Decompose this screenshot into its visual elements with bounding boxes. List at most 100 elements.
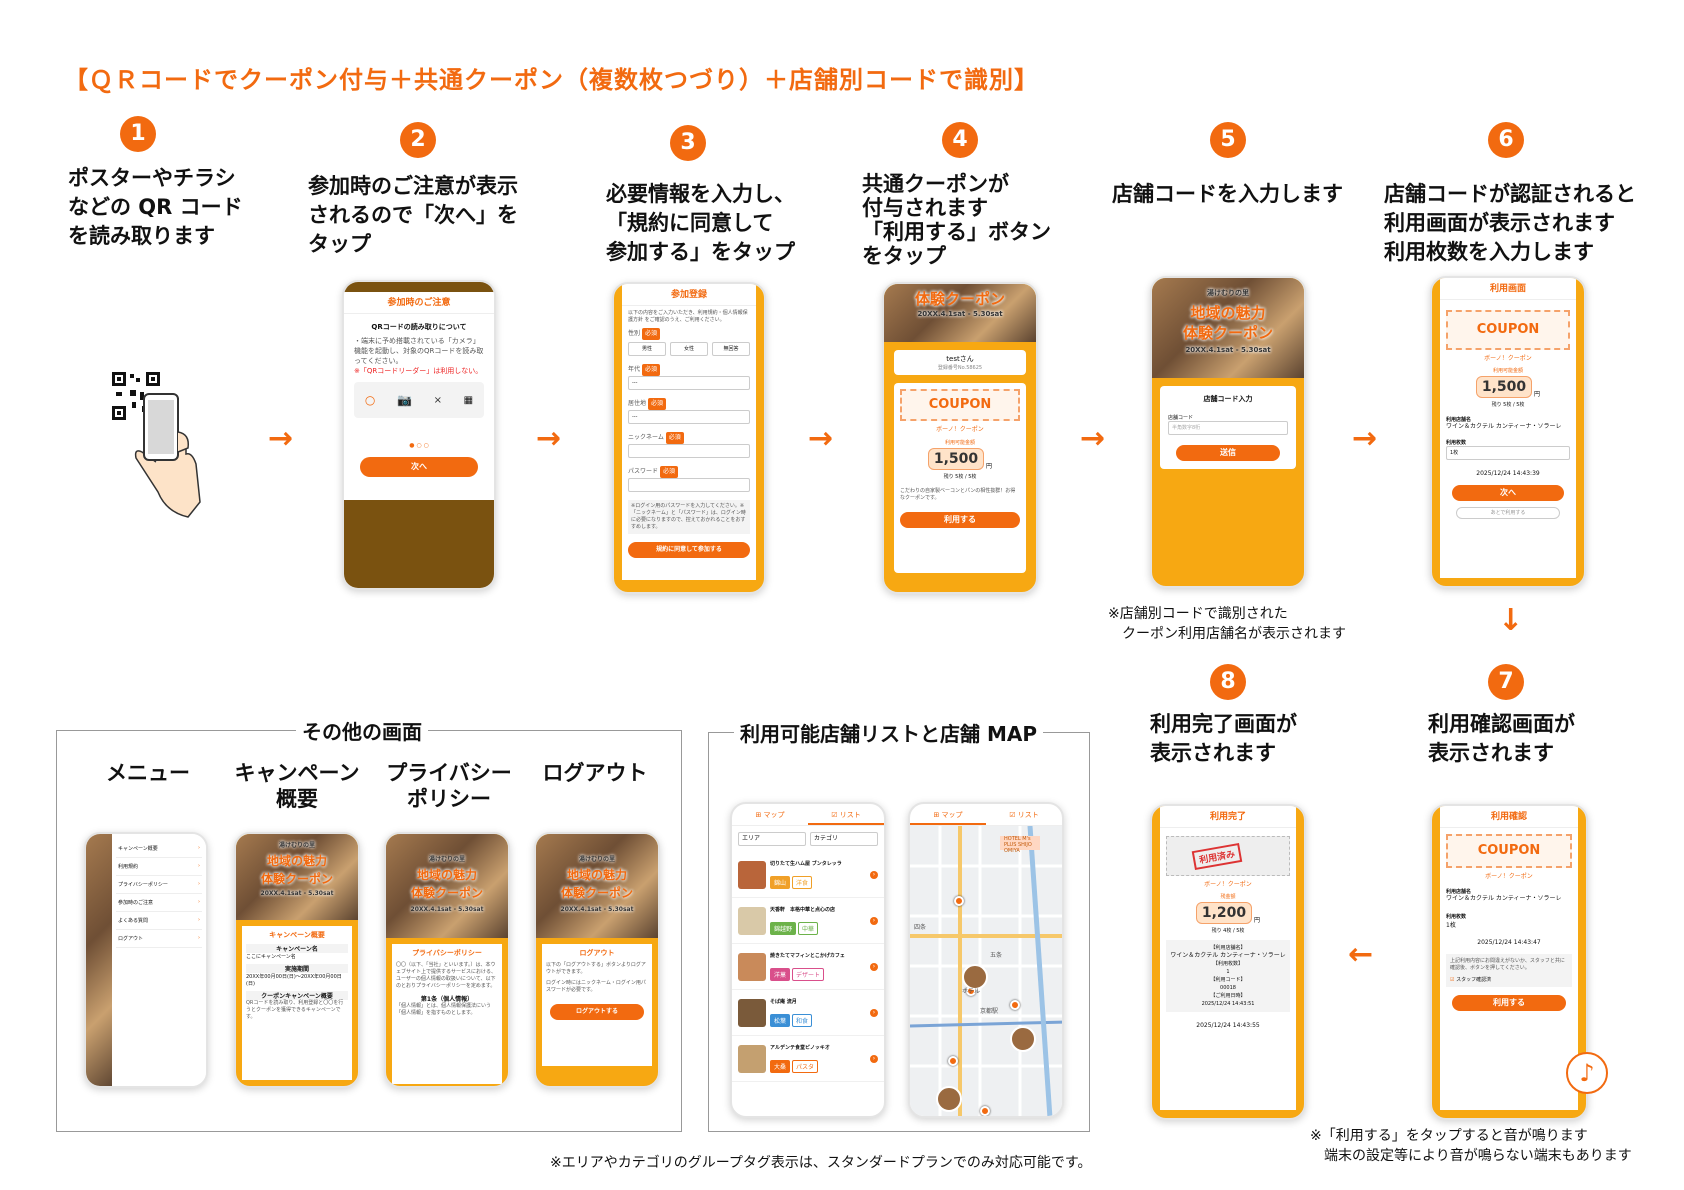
store-thumbnail	[738, 1044, 766, 1073]
amount-value: 1,500	[1475, 376, 1532, 398]
age-select[interactable]: ---	[628, 376, 750, 390]
store-list-item[interactable]: 焼きたてマフィンとこかげカフェ洋菓デザート ›	[732, 944, 884, 990]
map-pin-icon[interactable]	[980, 1106, 990, 1116]
chevron-right-icon: ›	[198, 917, 200, 923]
next-button[interactable]: 次へ	[1452, 485, 1564, 501]
campaign-banner: 湯けむりの里 地域の魅力 体験クーポン 20XX.4.1sat - 5.30sa…	[386, 834, 508, 938]
step-number-7: 7	[1488, 664, 1524, 700]
user-name: testさん	[946, 355, 974, 363]
step-5-text: 店舗コードを入力します	[1112, 182, 1343, 206]
map-label-gojo: 五条	[990, 952, 1003, 959]
store-tag: 中華	[798, 922, 819, 935]
store-tag: デザート	[792, 968, 825, 981]
map-label-station: 京都駅	[980, 1008, 999, 1015]
menu-item[interactable]: 利用規約›	[116, 858, 202, 876]
map-store-photo[interactable]	[936, 1086, 962, 1112]
notice-warning: ※「QRコードリーダー」は利用しない。	[354, 367, 483, 375]
chevron-right-icon: ›	[870, 1008, 878, 1017]
hand-phone-icon	[128, 392, 202, 522]
phone-register-screen: 参加登録 以下の内容をご入力いただき、利用規約・個人情報保護方針 をご確認のうえ…	[612, 282, 766, 594]
coupon-name: ボーノ！クーポン	[1484, 355, 1532, 362]
use-button[interactable]: 利用する	[1452, 995, 1566, 1011]
store-code-input[interactable]: 半角数字8桁	[1168, 421, 1288, 435]
remaining-count: 残り 5枚 / 5枚	[1491, 402, 1525, 408]
confirm-header: 利用確認	[1440, 806, 1578, 828]
store-tag: 和食	[792, 1014, 813, 1027]
use-button[interactable]: 利用する	[900, 512, 1020, 528]
step-number-8: 8	[1210, 664, 1246, 700]
store-tag: 洋菓	[770, 968, 791, 981]
store-list-item[interactable]: 天香軒 本格中華と点心の店錦越野中華›	[732, 898, 884, 944]
store-list-item[interactable]: そば庵 流月松葉和食›	[732, 990, 884, 1036]
ok-mark: ○	[364, 393, 376, 407]
nickname-input[interactable]	[628, 444, 750, 458]
gender-label: 性別	[628, 330, 641, 337]
gender-female[interactable]: 女性	[670, 342, 708, 356]
map-store-photo[interactable]	[962, 964, 988, 990]
coupon-name: ボーノ！クーポン	[1485, 873, 1533, 880]
store-thumbnail	[738, 860, 766, 889]
agree-join-button[interactable]: 規約に同意して参加する	[628, 542, 750, 558]
menu-item[interactable]: ログアウト›	[116, 930, 202, 948]
amount-label: 利用可能金額	[944, 440, 975, 446]
tab-map[interactable]: ⊞ マップ	[755, 811, 785, 819]
campaign-banner: 湯けむりの里 地域の魅力 体験クーポン 20XX.4.1sat - 5.30sa…	[236, 834, 358, 920]
later-button[interactable]: あとで利用する	[1456, 507, 1560, 519]
gender-male[interactable]: 男性	[628, 342, 666, 356]
gender-none[interactable]: 無回答	[712, 342, 750, 356]
campaign-banner: 体験クーポン 20XX.4.1sat - 5.30sat	[884, 284, 1036, 342]
menu-item[interactable]: プライバシーポリシー›	[116, 876, 202, 894]
checkbox-icon[interactable]: ☑	[1450, 977, 1455, 983]
submit-button[interactable]: 送信	[1176, 445, 1280, 461]
count-value: 1枚	[1446, 922, 1456, 929]
next-button[interactable]: 次へ	[360, 457, 478, 477]
menu-item[interactable]: 参加時のご注意›	[116, 894, 202, 912]
confirm-notice: 上記利用内容にお間違えがないか、スタッフと共に確認後、ボタンを押してください。	[1450, 958, 1565, 971]
tab-list[interactable]: ☑ リスト	[808, 804, 884, 825]
datetime: 2025/12/24 14:43:55	[1196, 1022, 1260, 1029]
menu-item[interactable]: よくある質問›	[116, 912, 202, 930]
store-list-item[interactable]: 切りたて生ハム屋 ブンタレッラ錦山洋食›	[732, 852, 884, 898]
tab-list[interactable]: ☑ リスト	[1009, 811, 1039, 819]
chevron-right-icon: ›	[198, 863, 200, 869]
notice-header: 参加時のご注意	[344, 292, 494, 314]
qr-reader-icon: ▦	[463, 394, 474, 406]
map-store-photo[interactable]	[1010, 1026, 1036, 1052]
store-thumbnail	[738, 906, 766, 935]
phone-use-screen: 利用画面 COUPON ボーノ！クーポン 利用可能金額 1,500 円 残り 5…	[1430, 276, 1586, 588]
store-name: アルデンテ食堂ピノッキオ	[770, 1045, 830, 1051]
coupon-desc: こだわりの自家製ベーコンとパンの相性抜群！お得なクーポンです。	[900, 488, 1016, 501]
datetime: 2025/12/24 14:43:39	[1476, 470, 1540, 477]
menu-item[interactable]: キャンペーン概要›	[116, 840, 202, 858]
area-filter[interactable]: エリア	[738, 832, 806, 846]
use-header: 利用画面	[1440, 278, 1576, 300]
store-list-item[interactable]: アルデンテ食堂ピノッキオ大桑パスタ›	[732, 1036, 884, 1082]
category-filter[interactable]: カテゴリ	[810, 832, 878, 846]
chevron-right-icon: ›	[870, 962, 878, 971]
map-pin-icon[interactable]	[954, 896, 964, 906]
area-select[interactable]: ---	[628, 410, 750, 424]
store-name-label: 利用店舗名	[1446, 889, 1472, 895]
store-tag: 錦越野	[770, 922, 797, 935]
password-input[interactable]	[628, 478, 750, 492]
tab-map[interactable]: ⊞ マップ	[910, 804, 986, 825]
count-select[interactable]: 1枚	[1446, 446, 1570, 460]
chevron-right-icon: ›	[198, 935, 200, 941]
coupon-card: COUPON	[900, 389, 1020, 421]
arrow-right-icon: →	[1352, 421, 1378, 456]
step-3-text: 必要情報を入力し、 「規約に同意して 参加する」をタップ	[606, 182, 795, 264]
store-name: 焼きたてマフィンとこかげカフェ	[770, 953, 845, 959]
remaining-count: 残り 4枚 / 5枚	[1211, 928, 1245, 934]
coupon-card: COUPON	[1446, 834, 1572, 868]
store-map[interactable]: HOTEL M's PLUS SHIJO OMIYA 京都駅 ホテル 四条 五条	[910, 826, 1062, 1116]
step-6-text: 店舗コードが認証されると 利用画面が表示されます 利用枚数を入力します	[1384, 182, 1636, 264]
amount-value: 1,500	[927, 448, 984, 470]
phone-complete-screen: 利用完了 利用済み ボーノ！クーポン 残金額 1,200 円 残り 4枚 / 5…	[1150, 804, 1306, 1120]
phone-logout-screen: 湯けむりの里 地域の魅力 体験クーポン 20XX.4.1sat - 5.30sa…	[534, 832, 660, 1088]
map-pin-icon[interactable]	[948, 1056, 958, 1066]
step-number-5: 5	[1210, 122, 1246, 158]
arrow-right-icon: →	[536, 421, 562, 456]
staff-check[interactable]: ☑ スタッフ確認済	[1450, 977, 1492, 983]
map-pin-icon[interactable]	[1010, 1000, 1020, 1010]
logout-button[interactable]: ログアウトする	[550, 1004, 644, 1020]
